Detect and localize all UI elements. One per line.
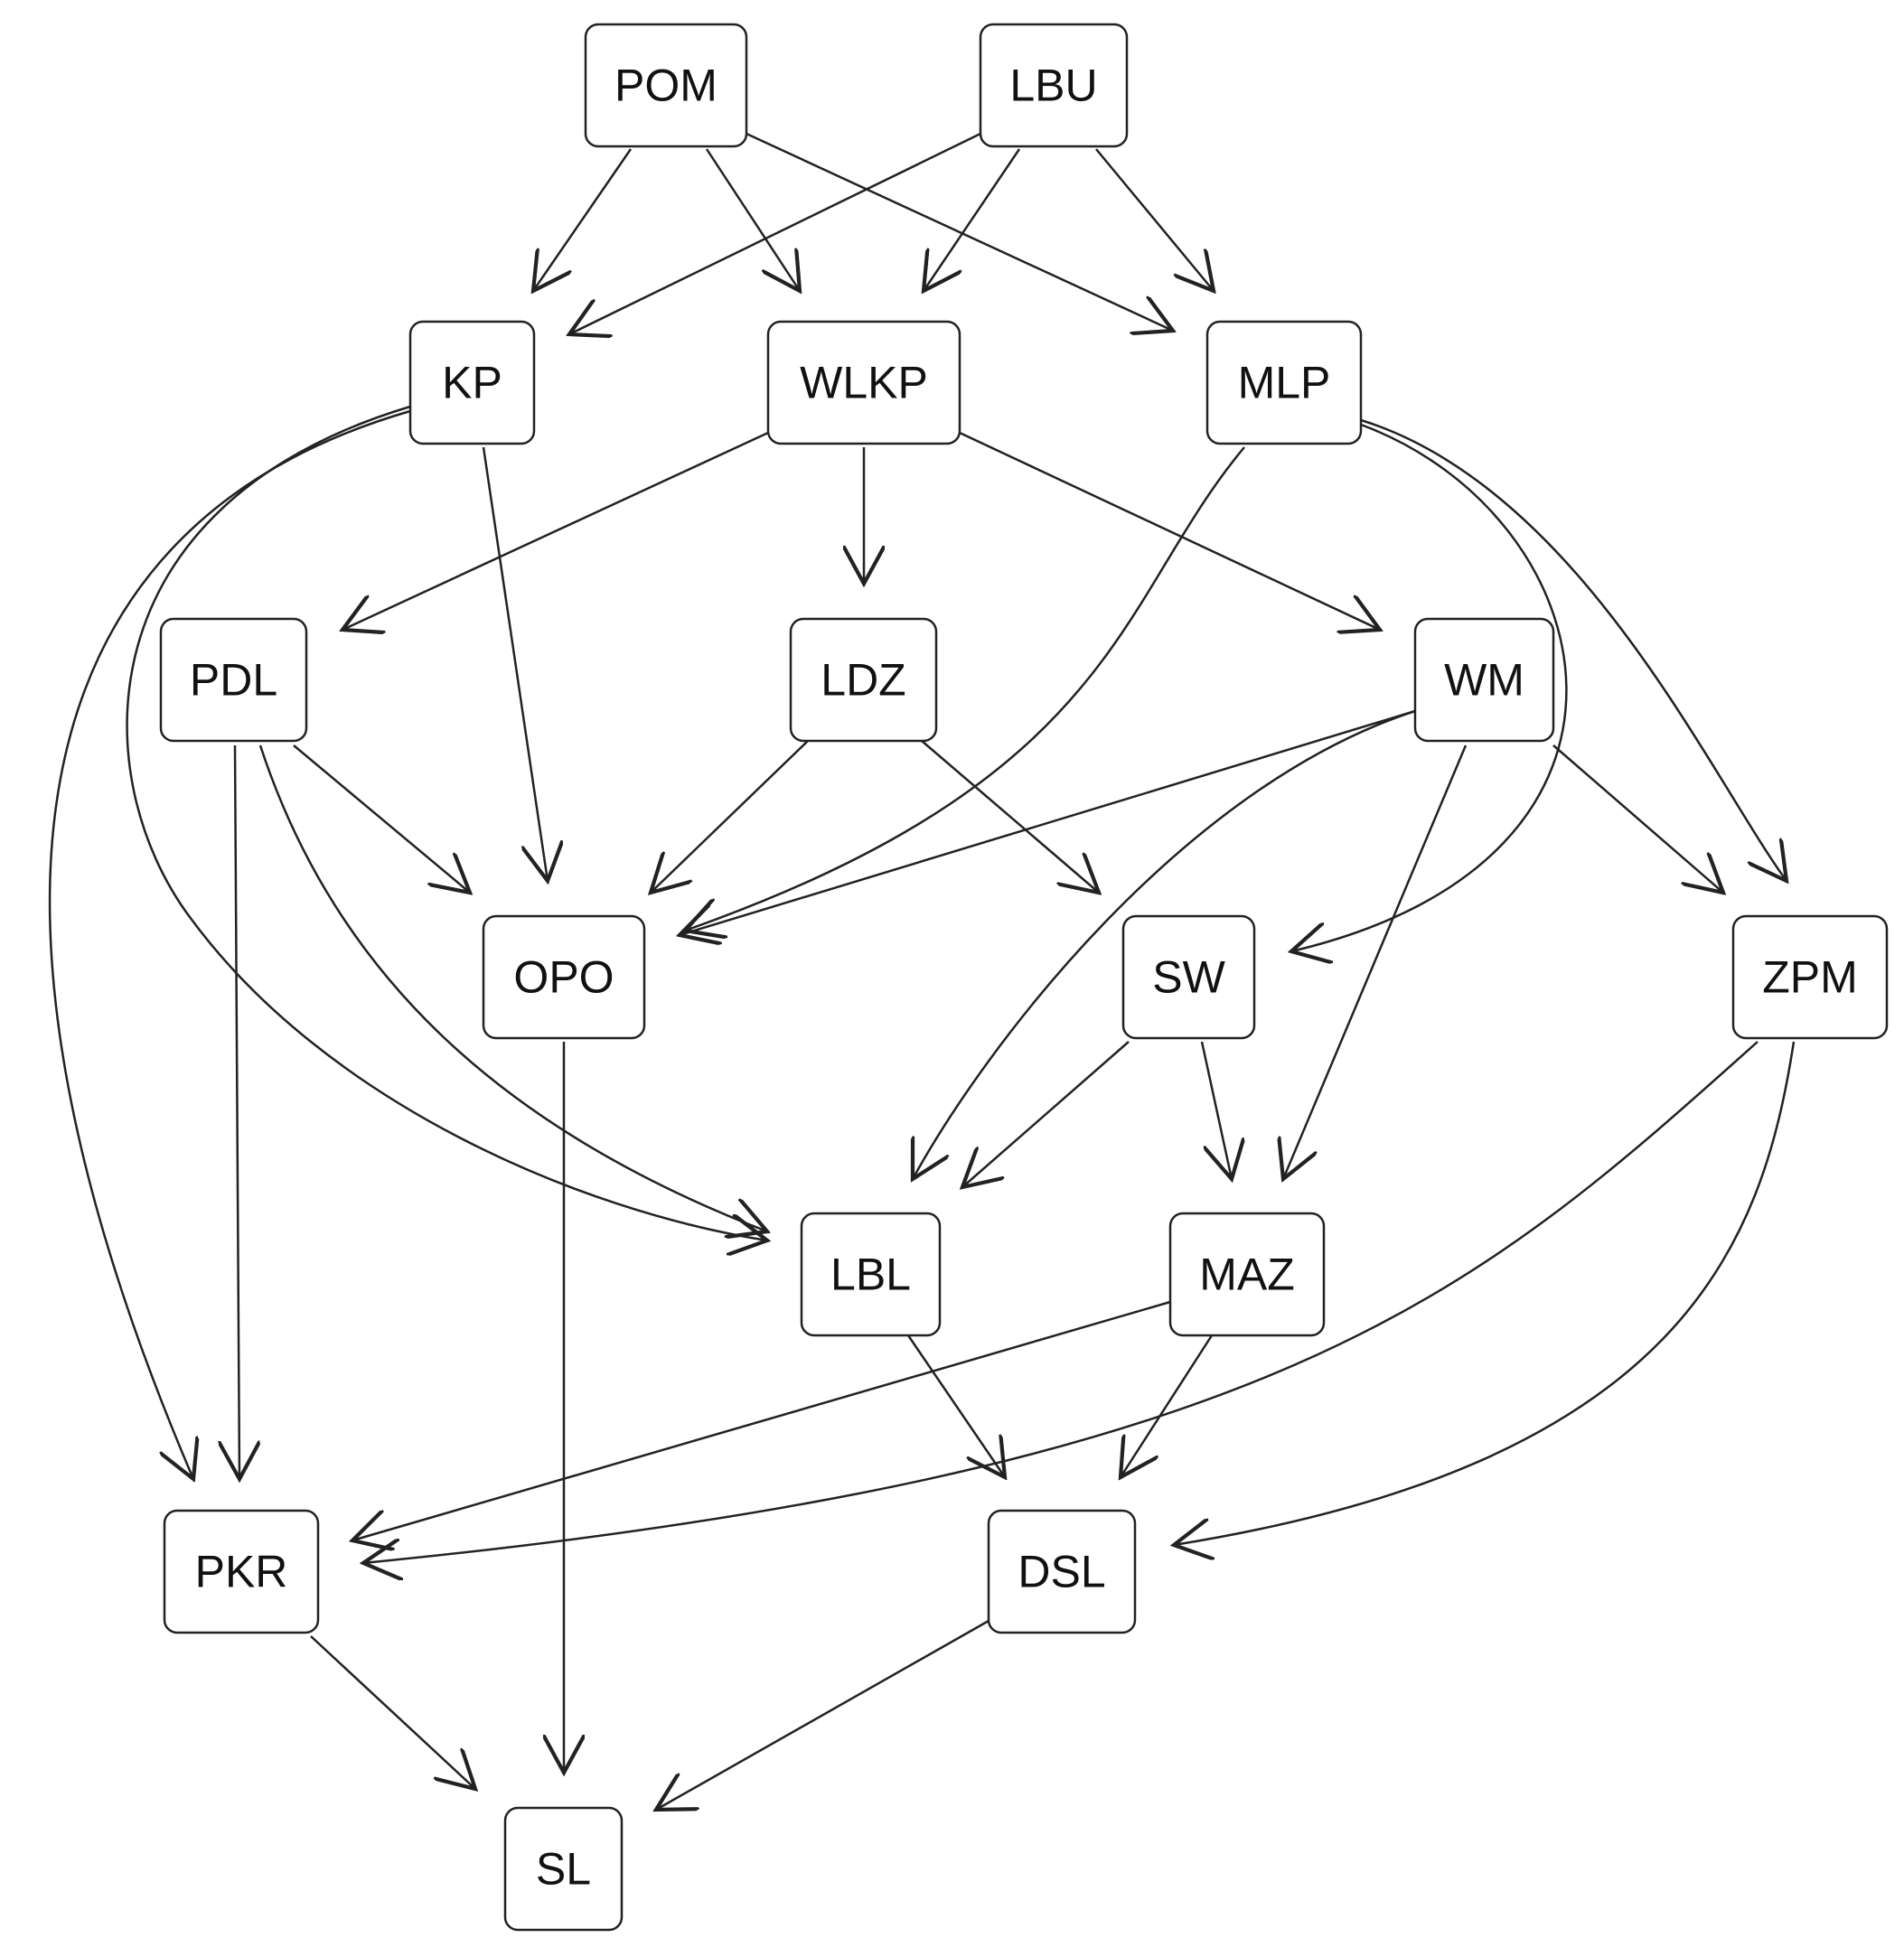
node-box — [482, 914, 646, 1040]
node-label: MAZ — [1199, 1250, 1295, 1300]
node-box — [789, 617, 938, 743]
edge-pom-to-mlp — [746, 132, 1173, 331]
node-label: WM — [1444, 655, 1524, 706]
edge-kp-to-lbl — [126, 405, 767, 1241]
node-maz: MAZ — [1168, 1212, 1326, 1337]
edge-dsl-to-sl — [656, 1619, 990, 1810]
node-box — [163, 1509, 320, 1634]
node-box — [1205, 320, 1363, 445]
node-sl: SL — [503, 1806, 624, 1932]
node-label: SW — [1152, 952, 1225, 1003]
nodes-layer: POM LBU KP WLKP MLP PDL LDZ WM OPO SW ZPM LBL MAZ PKR… — [159, 23, 1889, 1932]
node-pdl: PDL — [159, 617, 308, 743]
node-label: DSL — [1018, 1547, 1105, 1597]
edge-zpm-to-pkr — [363, 1041, 1759, 1563]
node-box — [987, 1509, 1137, 1634]
edge-maz-to-pkr — [352, 1300, 1171, 1540]
edge-kp-to-pkr — [48, 409, 411, 1479]
edge-ldz-to-sw — [921, 740, 1099, 893]
edge-wlkp-to-wm — [959, 431, 1380, 630]
node-box — [800, 1212, 942, 1337]
edge-mlp-to-sw — [1291, 423, 1568, 951]
edge-lbu-to-mlp — [1095, 148, 1214, 291]
edge-lbu-to-wlkp — [924, 148, 1021, 291]
edges-layer — [48, 132, 1796, 1810]
node-box — [979, 23, 1129, 148]
edge-pom-to-wlkp — [705, 148, 800, 291]
edge-sw-to-lbl — [962, 1041, 1130, 1187]
node-label: PDL — [190, 655, 277, 706]
node-label: OPO — [513, 952, 614, 1003]
node-box — [408, 320, 536, 445]
edge-pkr-to-sl — [310, 1635, 475, 1789]
node-box — [159, 617, 308, 743]
edge-wm-to-zpm — [1552, 744, 1723, 893]
edge-wm-to-maz — [1283, 744, 1468, 1179]
node-pkr: PKR — [163, 1509, 320, 1634]
node-box — [1121, 914, 1256, 1040]
node-label: LBL — [830, 1250, 911, 1300]
node-label: SL — [536, 1844, 591, 1895]
edge-mlp-to-opo — [685, 446, 1245, 931]
node-mlp: MLP — [1205, 320, 1363, 445]
node-label: WLKP — [800, 358, 928, 408]
node-box — [503, 1806, 624, 1932]
node-opo: OPO — [482, 914, 646, 1040]
edge-kp-to-opo — [482, 446, 548, 881]
node-wlkp: WLKP — [766, 320, 961, 445]
node-lbl: LBL — [800, 1212, 942, 1337]
node-ldz: LDZ — [789, 617, 938, 743]
edge-maz-to-dsl — [1121, 1334, 1214, 1477]
node-box — [1731, 914, 1889, 1040]
edge-sw-to-maz — [1200, 1041, 1232, 1179]
edge-wm-to-opo — [680, 709, 1416, 935]
edge-pdl-to-pkr — [235, 744, 239, 1479]
node-label: ZPM — [1762, 952, 1858, 1003]
edge-wlkp-to-pdl — [342, 431, 769, 630]
edge-lbl-to-dsl — [906, 1334, 1005, 1477]
edge-pom-to-kp — [533, 148, 633, 291]
edge-pdl-to-lbl — [258, 744, 767, 1231]
node-pom: POM — [584, 23, 748, 148]
edge-mlp-to-zpm — [1360, 418, 1787, 881]
node-box — [1168, 1212, 1326, 1337]
node-label: MLP — [1238, 358, 1331, 408]
edge-pdl-to-opo — [293, 744, 470, 893]
node-box — [1413, 617, 1555, 743]
edge-ldz-to-opo — [651, 740, 809, 893]
node-dsl: DSL — [987, 1509, 1137, 1634]
node-label: LDZ — [821, 655, 905, 706]
node-lbu: LBU — [979, 23, 1129, 148]
edge-wm-to-lbl — [913, 709, 1416, 1179]
node-kp: KP — [408, 320, 536, 445]
node-box — [766, 320, 961, 445]
edge-zpm-to-dsl — [1174, 1041, 1796, 1545]
node-zpm: ZPM — [1731, 914, 1889, 1040]
node-box — [584, 23, 748, 148]
edge-lbu-to-kp — [569, 132, 981, 334]
node-label: PKR — [195, 1547, 288, 1597]
node-label: LBU — [1009, 61, 1097, 111]
node-label: POM — [614, 61, 718, 111]
node-wm: WM — [1413, 617, 1555, 743]
node-label: KP — [442, 358, 502, 408]
node-sw: SW — [1121, 914, 1256, 1040]
